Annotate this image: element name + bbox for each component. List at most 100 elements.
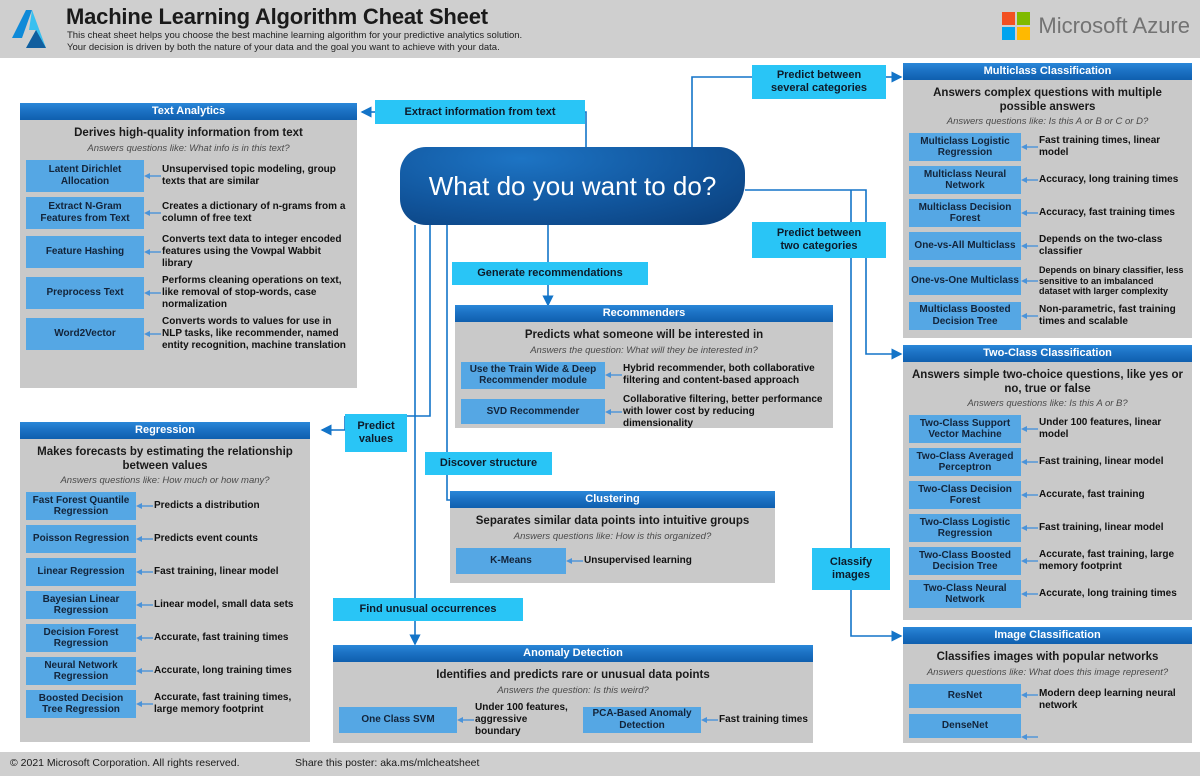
edge-label-classify-images[interactable]: Classify images (812, 548, 890, 590)
algorithm-desc: Predicts event counts (154, 533, 258, 544)
algorithm-row: Boosted Decision Tree Regression Accurat… (26, 690, 304, 718)
algorithm-box[interactable]: Multiclass Neural Network (909, 166, 1021, 194)
algorithm-row: Preprocess Text Performs cleaning operat… (26, 275, 351, 311)
arrow-icon (136, 665, 154, 677)
algorithm-row: One Class SVM Under 100 features, aggres… (339, 702, 575, 738)
algorithm-row: One-vs-One Multiclass Depends on binary … (909, 265, 1186, 297)
arrow-icon (1021, 423, 1039, 435)
algorithm-box[interactable]: Two-Class Logistic Regression (909, 514, 1021, 542)
algorithm-box[interactable]: Multiclass Logistic Regression (909, 133, 1021, 161)
microsoft-squares-icon (1002, 12, 1031, 40)
algorithm-box[interactable]: Word2Vector (26, 317, 144, 350)
algorithm-row: Two-Class Averaged Perceptron Fast train… (909, 448, 1186, 476)
panel-question-image-classification: Answers questions like: What does this i… (926, 666, 1169, 678)
panel-header-image-classification: Image Classification (903, 627, 1192, 644)
edge-label-predict-between-several-categories[interactable]: Predict between several categories (752, 65, 886, 99)
edge-label-predict-between-two-categories[interactable]: Predict between two categories (752, 222, 886, 258)
page-subtitle: This cheat sheet helps you choose the be… (67, 30, 522, 53)
algorithm-box[interactable]: Extract N-Gram Features from Text (26, 196, 144, 229)
algorithm-row: Two-Class Decision Forest Accurate, fast… (909, 481, 1186, 509)
algorithm-box[interactable]: Poisson Regression (26, 525, 136, 553)
panel-two-class-classification: Two-Class Classification Answers simple … (903, 345, 1192, 620)
algorithm-box[interactable]: Bayesian Linear Regression (26, 591, 136, 619)
panel-header-two-class-classification: Two-Class Classification (903, 345, 1192, 362)
algorithm-box[interactable]: Two-Class Support Vector Machine (909, 415, 1021, 443)
decision-node: What do you want to do? (400, 147, 745, 225)
algorithm-desc: Performs cleaning operations on text, li… (162, 274, 342, 310)
panel-title-multiclass-classification: Answers complex questions with multiple … (933, 87, 1162, 113)
arrow-icon (1021, 174, 1039, 186)
algorithm-desc: Predicts a distribution (154, 500, 260, 511)
algorithm-box[interactable]: Neural Network Regression (26, 657, 136, 685)
algorithm-box[interactable]: Multiclass Boosted Decision Tree (909, 301, 1021, 330)
algorithm-box[interactable]: One-vs-One Multiclass (909, 266, 1021, 295)
panel-question-anomaly-detection: Answers the question: Is this weird? (497, 684, 649, 696)
algorithm-row: K-Means Unsupervised learning (456, 547, 769, 574)
algorithm-box[interactable]: Multiclass Decision Forest (909, 199, 1021, 227)
algorithm-box[interactable]: Use the Train Wide & Deep Recommender mo… (461, 361, 605, 389)
panel-header-multiclass-classification: Multiclass Classification (903, 63, 1192, 80)
algorithm-box[interactable]: Two-Class Averaged Perceptron (909, 448, 1021, 476)
panel-clustering: Clustering Separates similar data points… (450, 491, 775, 583)
panel-header-regression: Regression (20, 422, 310, 439)
azure-logo-icon (12, 10, 46, 48)
algorithm-desc: Fast training, linear model (1039, 522, 1164, 533)
brand-name: Microsoft Azure (1038, 13, 1190, 38)
algorithm-desc: Depends on binary classifier, less sensi… (1039, 265, 1184, 296)
edge-label-predict-values[interactable]: Predict values (345, 414, 407, 452)
algorithm-box[interactable]: Two-Class Boosted Decision Tree (909, 547, 1021, 575)
arrow-icon (136, 599, 154, 611)
arrow-icon (1021, 689, 1039, 701)
algorithm-desc: Linear model, small data sets (154, 599, 294, 610)
arrow-icon (136, 566, 154, 578)
arrow-icon (1021, 555, 1039, 567)
algorithm-box[interactable]: PCA-Based Anomaly Detection (583, 706, 701, 733)
arrow-icon (566, 555, 584, 567)
algorithm-box[interactable]: Two-Class Neural Network (909, 580, 1021, 608)
edge-label-find-unusual-occurrences[interactable]: Find unusual occurrences (333, 598, 523, 621)
algorithm-box[interactable]: Fast Forest Quantile Regression (26, 492, 136, 520)
algorithm-box[interactable]: One-vs-All Multiclass (909, 232, 1021, 260)
algorithm-box[interactable]: Preprocess Text (26, 276, 144, 309)
edge-label-discover-structure[interactable]: Discover structure (425, 452, 552, 475)
algorithm-box[interactable]: One Class SVM (339, 706, 457, 733)
algorithm-box[interactable]: Latent Dirichlet Allocation (26, 159, 144, 192)
brand-lockup: Microsoft Azure (1002, 12, 1190, 40)
panel-title-two-class-classification: Answers simple two-choice questions, lik… (912, 369, 1183, 395)
edge-label-generate-recommendations[interactable]: Generate recommendations (452, 262, 648, 285)
algorithm-box[interactable]: K-Means (456, 547, 566, 574)
algorithm-box[interactable]: Feature Hashing (26, 235, 144, 268)
algorithm-box[interactable]: DenseNet (909, 713, 1021, 738)
panel-question-clustering: Answers questions like: How is this orga… (513, 530, 712, 542)
algorithm-box[interactable]: Boosted Decision Tree Regression (26, 690, 136, 718)
algorithm-box[interactable]: ResNet (909, 683, 1021, 708)
algorithm-desc: Accurate, fast training times, large mem… (154, 692, 292, 715)
arrow-icon (1021, 310, 1039, 322)
algorithm-box[interactable]: Two-Class Decision Forest (909, 481, 1021, 509)
algorithm-row: Extract N-Gram Features from Text Create… (26, 196, 351, 229)
algorithm-row: Two-Class Neural Network Accurate, long … (909, 580, 1186, 608)
footer-share-link[interactable]: Share this poster: aka.ms/mlcheatsheet (295, 757, 480, 769)
algorithm-row: One-vs-All Multiclass Depends on the two… (909, 232, 1186, 260)
arrow-icon (1021, 141, 1039, 153)
panel-title-regression: Makes forecasts by estimating the relati… (37, 446, 293, 472)
arrow-icon (605, 369, 623, 381)
panel-image-classification: Image Classification Classifies images w… (903, 627, 1192, 743)
algorithm-box[interactable]: Linear Regression (26, 558, 136, 586)
panel-question-recommenders: Answers the question: What will they be … (530, 344, 758, 356)
panel-question-multiclass-classification: Answers questions like: Is this A or B o… (946, 116, 1149, 127)
panel-recommenders: Recommenders Predicts what someone will … (455, 305, 833, 429)
algorithm-desc: Fast training times (719, 713, 808, 725)
panel-header-recommenders: Recommenders (455, 305, 833, 322)
panel-text-analytics: Text Analytics Derives high-quality info… (20, 103, 357, 388)
algorithm-box[interactable]: SVD Recommender (461, 399, 605, 424)
algorithm-desc: Accurate, fast training times (154, 632, 289, 643)
edge-label-extract-information-from-text[interactable]: Extract information from text (375, 100, 585, 124)
algorithm-desc: Accuracy, fast training times (1039, 207, 1175, 218)
page-title: Machine Learning Algorithm Cheat Sheet (66, 4, 488, 29)
algorithm-row: Poisson Regression Predicts event counts (26, 525, 304, 553)
arrow-icon (144, 207, 162, 219)
algorithm-desc: Unsupervised learning (584, 554, 692, 566)
algorithm-box[interactable]: Decision Forest Regression (26, 624, 136, 652)
algorithm-row: Two-Class Support Vector Machine Under 1… (909, 415, 1186, 443)
